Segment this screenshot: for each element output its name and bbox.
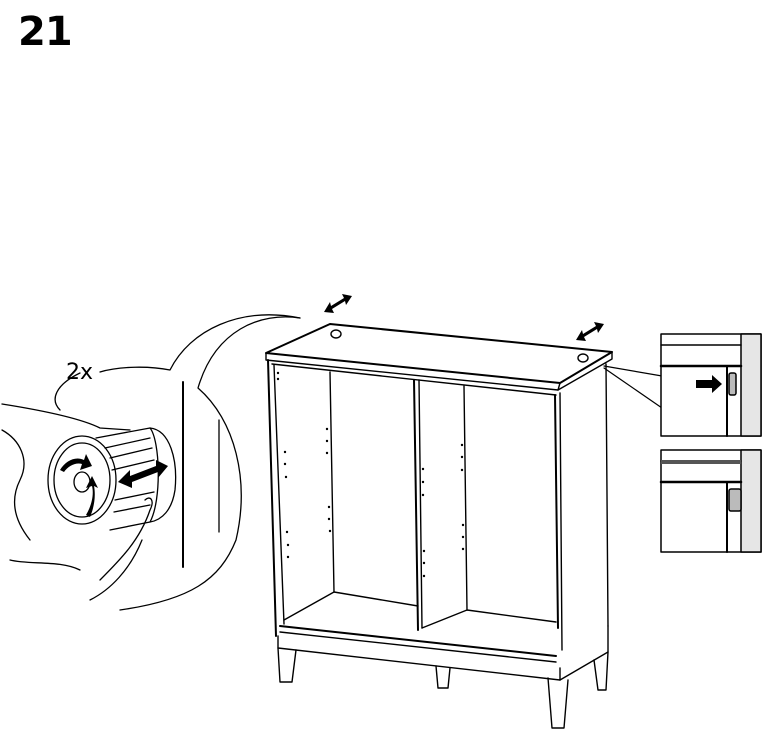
rotate-arrow-icon xyxy=(60,454,98,517)
detail-callout xyxy=(1,314,301,611)
push-arrow-icon xyxy=(696,375,722,393)
step-number: 21 xyxy=(18,9,73,55)
shelf-pin-holes xyxy=(276,371,465,578)
inset-panel-after xyxy=(659,449,762,553)
adjust-arrow-icon xyxy=(324,294,604,341)
cabinet xyxy=(265,323,613,729)
push-pull-arrow-icon xyxy=(118,460,168,488)
leader-line xyxy=(603,365,663,409)
quantity-label: 2x xyxy=(66,360,94,385)
